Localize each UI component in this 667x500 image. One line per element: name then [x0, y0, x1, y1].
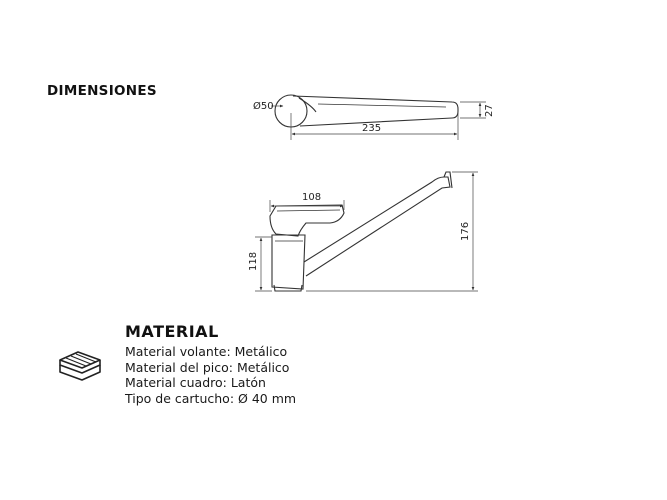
length-label: 235: [362, 123, 381, 134]
faucet-spout: [303, 176, 451, 277]
diameter-label: Ø50: [253, 100, 274, 112]
faucet-handle: [269, 204, 345, 237]
top-view-drawing: [274, 94, 459, 128]
top-view-knob-detail: [298, 97, 317, 113]
body-height-label: 118: [248, 252, 259, 271]
material-title: MATERIAL: [125, 322, 219, 341]
material-item: Material del pico: Metálico: [125, 359, 290, 375]
dimensions-heading: DIMENSIONES: [47, 83, 157, 99]
side-view-drawing: [269, 171, 453, 292]
top-height-label: 27: [484, 104, 495, 117]
material-item: Material volante: Metálico: [125, 344, 288, 359]
material-list: Material volante: Metálico Material del …: [125, 344, 296, 407]
top-view-inner-line: [317, 103, 447, 108]
faucet-body: [271, 234, 306, 290]
total-height-label: 176: [460, 222, 471, 241]
handle-length-label: 108: [302, 192, 321, 203]
layered-material-icon: [59, 351, 101, 381]
material-item: Tipo de cartucho: Ø 40 mm: [125, 391, 297, 407]
material-item: Material cuadro: Latón: [125, 375, 266, 391]
top-view-lever-outline: [292, 95, 459, 127]
